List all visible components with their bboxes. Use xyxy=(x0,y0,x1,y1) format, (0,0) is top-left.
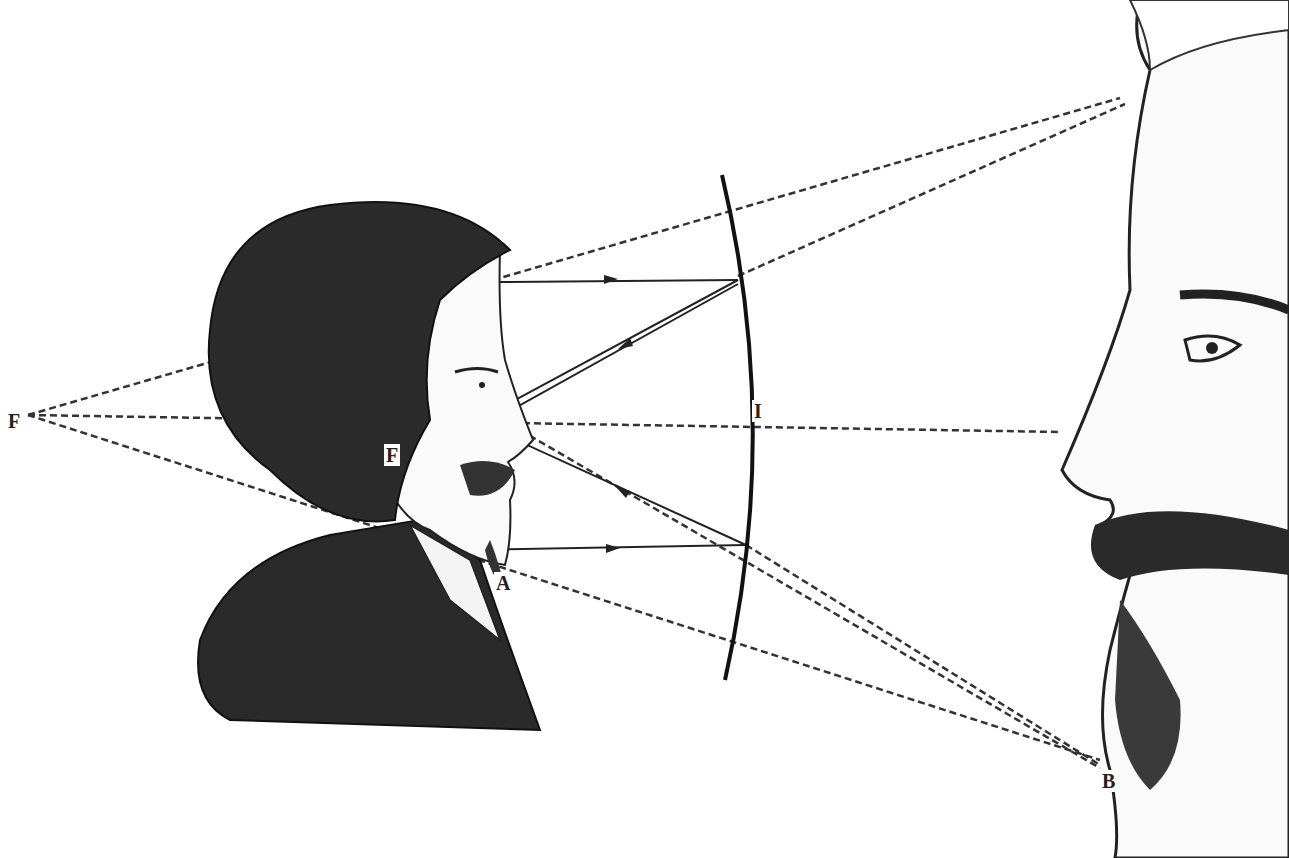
point-label: I xyxy=(752,400,764,422)
large-head xyxy=(1062,0,1289,858)
light-rays xyxy=(28,98,1125,768)
point-label: F xyxy=(6,410,22,432)
small-head xyxy=(198,202,540,730)
ray-arrows xyxy=(604,275,633,553)
point-label: F xyxy=(384,444,400,466)
concave-mirror xyxy=(722,175,753,680)
point-label: A xyxy=(494,572,512,594)
point-label: B xyxy=(1100,770,1117,792)
